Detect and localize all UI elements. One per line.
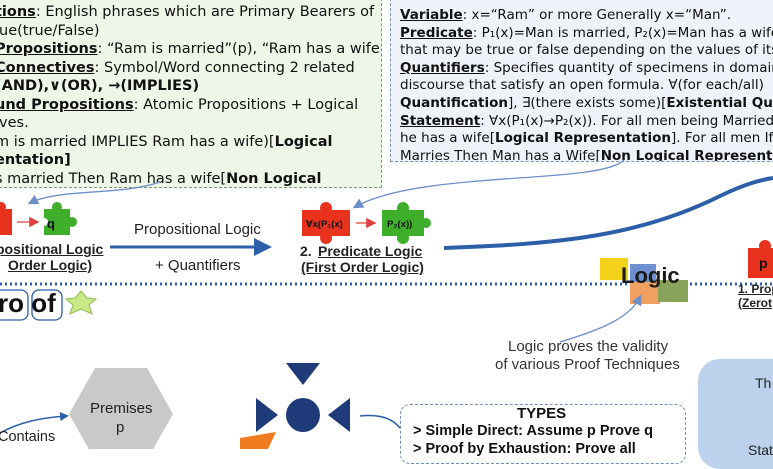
puzzle-piece-q-icon bbox=[40, 202, 77, 235]
note-line: that may be true or false depending on t… bbox=[400, 42, 773, 59]
note-line: lue(true/False) bbox=[0, 22, 100, 39]
types-item: > Proof by Exhaustion: Prove all bbox=[413, 441, 636, 457]
types-item: > Simple Direct: Assume p Prove q bbox=[413, 423, 654, 439]
intro-pill bbox=[31, 289, 63, 321]
note-line: tions: English phrases which are Primary… bbox=[0, 4, 375, 20]
note-line: Statement: ∀x(P₁(x)→P₂(x)). For all men … bbox=[400, 112, 773, 129]
compass-icon bbox=[256, 363, 350, 432]
predicate-number: 2. bbox=[300, 243, 312, 259]
piece-forall-label: ∀x(P₁(x) bbox=[305, 219, 343, 230]
arrow-label-top: Propositional Logic bbox=[134, 221, 261, 238]
propositional-logic-title: positional Logic bbox=[0, 241, 104, 257]
types-connector bbox=[359, 414, 401, 429]
note-line: Propositions: “Ram is married”(p), “Ram … bbox=[0, 41, 382, 57]
premises-p-label: p bbox=[116, 419, 125, 436]
intro-heading: ro of bbox=[0, 288, 56, 318]
notes-connector bbox=[27, 181, 161, 205]
premises-label: Premises bbox=[90, 400, 153, 417]
notes-connector bbox=[352, 159, 625, 209]
diagram-canvas: q ∀x(P₁(x) P₂(x)) p Logic bbox=[0, 159, 773, 449]
validity-text-line2: of various Proof Techniques bbox=[495, 356, 680, 373]
proof-types-box: TYPES > Simple Direct: Assume p Prove q … bbox=[400, 404, 686, 464]
evolution-curve bbox=[443, 176, 773, 250]
note-line: m is married IMPLIES Ram has a wife)[Log… bbox=[0, 133, 333, 150]
types-title: TYPES bbox=[517, 405, 567, 422]
orange-shape bbox=[240, 432, 276, 449]
right-prop-title: 1. Prop bbox=[738, 282, 773, 296]
theorem-card: Th Stat bbox=[698, 359, 773, 469]
propositional-logic-notes: tions: English phrases which are Primary… bbox=[0, 0, 382, 188]
note-line: entation] bbox=[0, 152, 71, 168]
piece-q-label: q bbox=[47, 216, 55, 231]
logic-puzzle-icon bbox=[600, 258, 688, 304]
note-line: Quantifiers: Specifies quantity of speci… bbox=[400, 59, 773, 76]
note-line: (AND),∨(OR), →(IMPLIES) bbox=[0, 78, 200, 94]
predicate-logic-subtitle: (First Order Logic) bbox=[301, 259, 424, 275]
contains-connector bbox=[0, 411, 69, 434]
puzzle-piece-p-icon bbox=[0, 202, 12, 235]
note-line: Variable: x=“Ram” or more Generally x=“M… bbox=[400, 7, 732, 23]
theorem-card-text: Stat bbox=[748, 442, 773, 458]
note-line: Quantification], ∃(there exists some)[Ex… bbox=[400, 94, 773, 111]
puzzle-piece-p-right-icon bbox=[748, 240, 773, 278]
puzzle-piece-forall-icon bbox=[302, 202, 350, 244]
intro-pill bbox=[0, 289, 29, 321]
right-prop-subtitle: (Zerot bbox=[738, 296, 772, 310]
note-line: he has a wife[Logical Representation]. F… bbox=[400, 130, 773, 147]
predicate-logic-notes: Variable: x=“Ram” or more Generally x=“M… bbox=[390, 0, 773, 162]
premises-hexagon bbox=[69, 368, 173, 449]
note-line: Connectives: Symbol/Word connecting 2 re… bbox=[0, 59, 355, 76]
predicate-logic-title: Predicate Logic bbox=[318, 243, 423, 259]
piece-p-right-label: p bbox=[759, 255, 768, 271]
validity-connector bbox=[559, 294, 642, 343]
note-line: Marries Then Man has a Wife[Non Logical … bbox=[400, 147, 773, 162]
piece-p2-label: P₂(x)) bbox=[387, 219, 412, 230]
note-line: discourse that satisfy an open formula. … bbox=[400, 77, 764, 94]
note-line: ives. bbox=[0, 115, 29, 131]
propositional-logic-subtitle: Order Logic) bbox=[8, 257, 93, 273]
puzzle-piece-p2-icon bbox=[382, 202, 431, 244]
contains-label: Contains bbox=[0, 429, 56, 445]
star-icon bbox=[64, 290, 98, 315]
theorem-card-text: Th bbox=[755, 375, 772, 391]
note-line: s married Then Ram has a wife[Non Logica… bbox=[0, 170, 322, 187]
logic-title: Logic bbox=[621, 263, 680, 288]
arrow-label-bottom: + Quantifiers bbox=[155, 257, 241, 274]
note-line: Predicate: P₁(x)=Man is married, P₂(x)=M… bbox=[400, 24, 773, 41]
note-line: und Propositions: Atomic Propositions + … bbox=[0, 96, 359, 113]
validity-text-line1: Logic proves the validity bbox=[508, 338, 669, 355]
